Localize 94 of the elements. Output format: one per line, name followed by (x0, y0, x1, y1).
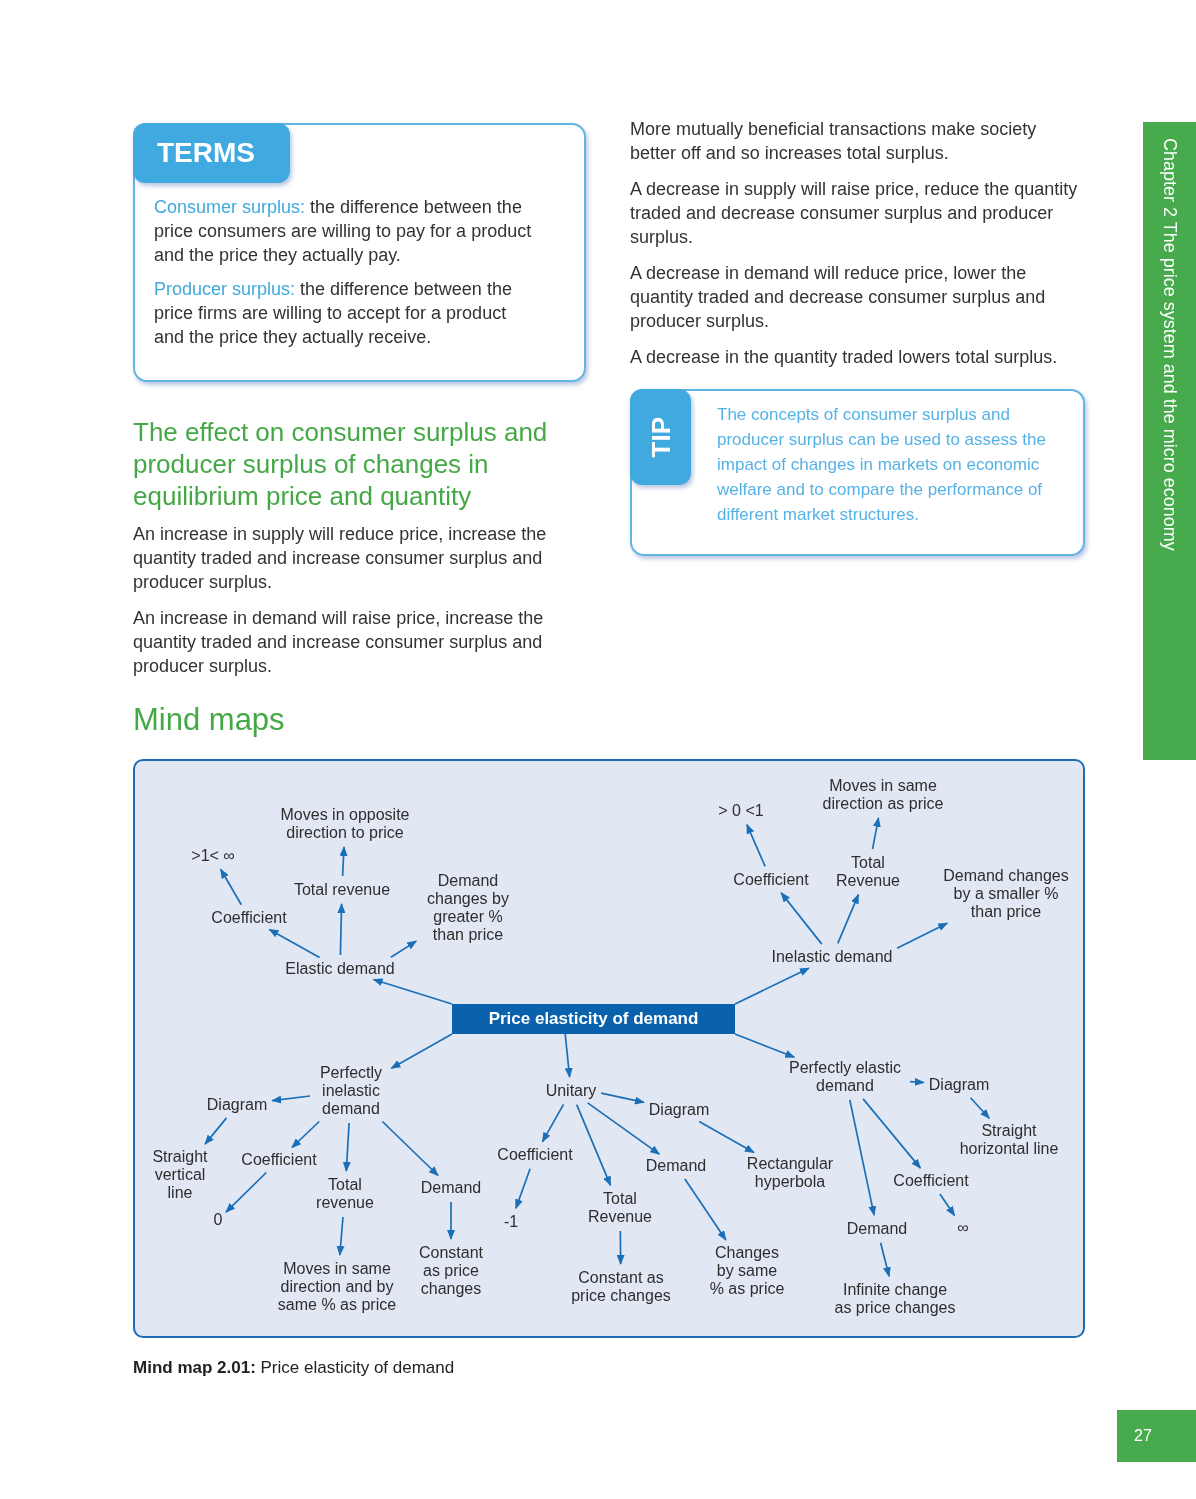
map-text: Inelastic demand (771, 948, 893, 966)
arrow (862, 1098, 922, 1169)
arrow (575, 1103, 612, 1187)
arrow (848, 1099, 877, 1217)
section-heading: The effect on consumer surplus and producer surplus of changes in equilibrium price and quantity (133, 416, 549, 512)
map-text: Diagram (928, 1076, 990, 1094)
definition-text: Consumer surplus: the difference between the price consumers are willing to pay for a product and the price they actually pay. (154, 196, 533, 267)
arrow (600, 1092, 645, 1105)
map-text: Diagram (648, 1101, 710, 1119)
map-text: Moves in same direction and by same % as price (274, 1260, 400, 1314)
map-text: Total revenue (293, 881, 391, 899)
body-text: A decrease in supply will raise price, reduce the quantity traded and decrease consumer surplus and producer surplus. (630, 178, 1078, 249)
map-text: Demand (846, 1220, 908, 1238)
arrow (291, 1120, 321, 1149)
arrow (734, 1033, 796, 1059)
arrow (447, 1201, 455, 1240)
map-text: Constant as price changes (568, 1269, 674, 1305)
arrow (780, 892, 823, 945)
arrow (219, 868, 243, 906)
arrow (515, 1167, 531, 1210)
arrow (939, 1193, 956, 1217)
map-text: 0 (213, 1211, 223, 1229)
map-text: Perfectly elastic demand (785, 1059, 905, 1095)
arrow (746, 823, 766, 868)
arrow (698, 1120, 755, 1154)
arrow (909, 1077, 925, 1086)
tip-card (630, 389, 1085, 556)
map-text: Unitary (545, 1082, 597, 1100)
map-text: Diagram (206, 1096, 268, 1114)
map-text: Coefficient (733, 871, 809, 889)
definition-text: Producer surplus: the difference between the price firms are willing to accept for a product and the price they actually receive. (154, 278, 513, 349)
map-text: -1 (503, 1213, 519, 1231)
arrow (268, 928, 321, 959)
map-text: Moves in same direction as price (820, 777, 946, 813)
arrow (871, 816, 881, 850)
arrow (271, 1095, 311, 1104)
section-heading: Mind maps (133, 701, 285, 739)
map-text: Coefficient (211, 909, 287, 927)
terms-tab: TERMS (133, 123, 290, 183)
terms-card (133, 123, 586, 382)
arrow (390, 940, 418, 959)
map-text: Coefficient (497, 1146, 573, 1164)
page-number: 27 (1117, 1410, 1196, 1462)
arrow (381, 1120, 439, 1177)
map-text: Moves in opposite direction to price (275, 806, 415, 842)
map-text: Demand (645, 1157, 707, 1175)
map-text: Perfectly inelastic demand (315, 1064, 387, 1118)
map-text: Coefficient (241, 1151, 317, 1169)
map-text: Total revenue (313, 1176, 377, 1212)
arrow (342, 1122, 351, 1172)
figure-caption: Mind map 2.01: Price elasticity of demand (133, 1357, 455, 1379)
arrow (204, 1117, 228, 1145)
map-text: Rectangular hyperbola (744, 1155, 836, 1191)
map-text: Demand (420, 1179, 482, 1197)
arrow (564, 1033, 573, 1078)
arrow (586, 1102, 661, 1155)
map-text: ∞ (957, 1219, 969, 1237)
tip-text: The concepts of consumer surplus and producer surplus can be used to assess the impact of changes in markets on economic welfare and to compare the performance of different market structures. (717, 404, 1047, 526)
arrow (339, 846, 348, 877)
arrow (336, 1216, 345, 1256)
tip-tab: TIP (630, 389, 691, 485)
map-text: Straight horizontal line (956, 1122, 1062, 1158)
map-text: Infinite change as price changes (833, 1281, 957, 1317)
central-topic: Price elasticity of demand (452, 1004, 735, 1034)
chapter-tab: Chapter 2 The price system and the micro economy (1143, 122, 1196, 760)
map-text: Total Revenue (585, 1190, 655, 1226)
map-text: Coefficient (893, 1172, 969, 1190)
body-text: A decrease in demand will reduce price, lower the quantity traded and decrease consumer surplus and producer surplus. (630, 262, 1047, 333)
arrow (390, 1033, 453, 1070)
body-text: More mutually beneficial transactions make society better off and so increases total surplus. (630, 118, 1038, 165)
map-text: >1< ∞ (191, 847, 235, 865)
map-text: Demand changes by a smaller % than price (939, 867, 1073, 921)
map-text: Straight vertical line (149, 1148, 211, 1202)
arrow (969, 1096, 991, 1120)
map-text: Total Revenue (833, 854, 903, 890)
body-text: An increase in demand will raise price, increase the quantity traded and increase consumer surplus and producer surplus. (133, 607, 545, 678)
arrow (541, 1103, 565, 1143)
map-text: Demand changes by greater % than price (420, 872, 516, 944)
arrow (225, 1171, 268, 1213)
arrow (896, 922, 949, 950)
arrow (684, 1178, 727, 1241)
body-text: A decrease in the quantity traded lowers total surplus. (630, 346, 1059, 369)
arrow (734, 967, 810, 1005)
arrow (616, 1230, 625, 1265)
arrow (836, 893, 860, 945)
map-text: Elastic demand (285, 960, 395, 978)
map-text: Changes by same % as price (708, 1244, 786, 1298)
map-text: > 0 <1 (718, 802, 764, 820)
arrow (879, 1241, 891, 1278)
body-text: An increase in supply will reduce price, increase the quantity traded and increase consumer surplus and producer surplus. (133, 523, 548, 594)
arrow (372, 978, 453, 1005)
map-text: Constant as price changes (416, 1244, 486, 1298)
arrow (337, 903, 346, 956)
mind-map-panel (133, 759, 1085, 1338)
